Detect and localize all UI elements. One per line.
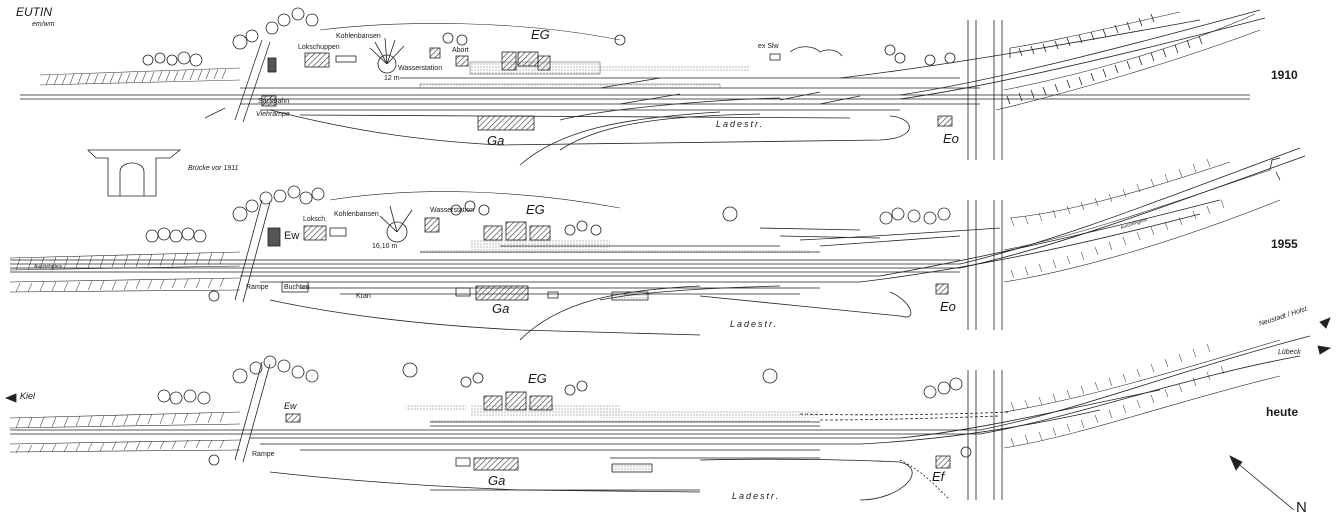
panel-1910 [20, 7, 1266, 197]
label-luebeck: Lübeck [1278, 349, 1301, 356]
label-turntable-1955: 16,10 m [372, 243, 398, 250]
north-label: N [1296, 499, 1307, 516]
label-lokschuppen-1910: Lokschuppen [298, 44, 340, 51]
year-label-1955: 1955 [1271, 237, 1298, 251]
label-wasserstation-1910: Wasserstation [398, 65, 443, 72]
label-ladestr-heute: Ladestr. [732, 491, 781, 501]
trees-1910 [142, 7, 956, 67]
year-label-heute: heute [1266, 405, 1299, 419]
label-ex-slw-1910: ex Slw [758, 43, 779, 50]
label-ladestr-1910: Ladestr. [716, 119, 765, 129]
label-kran-1955: Kran [356, 293, 371, 300]
label-eg-1910: EG [531, 27, 550, 42]
trees-heute [157, 355, 972, 466]
label-eg-1955: EG [526, 202, 545, 217]
label-ga-heute: Ga [488, 473, 506, 488]
embankment-left-1910 [39, 67, 241, 86]
label-bridge-caption: Brücke vor 1911 [188, 165, 239, 172]
diagram-title: EUTIN [16, 5, 52, 19]
label-kohlenbansen-1955: Kohlenbansen [334, 211, 379, 218]
label-ef-heute: Ef [932, 469, 945, 484]
label-ga-1910: Ga [487, 133, 505, 148]
label-rampe-heute: Rampe [252, 451, 275, 458]
label-eo-1955: Eo [940, 299, 956, 314]
label-eo-1910: Eo [943, 131, 959, 146]
label-ladestr-1955: Ladestr. [730, 319, 779, 329]
label-rampe-1955: Rampe [246, 284, 269, 291]
trees-1955 [145, 185, 951, 302]
label-turntable-1910: 12 m [384, 75, 400, 82]
label-buchten-1955: Buchten [284, 284, 310, 291]
label-ga-1955: Ga [492, 301, 510, 316]
label-eg-heute: EG [528, 371, 547, 386]
label-viehrampe-1910: Viehrampe [256, 111, 290, 118]
label-sackbahn-1910: Sackbahn [258, 98, 290, 105]
label-ew-1955: Ew [284, 230, 300, 242]
title-note: em/wm [32, 21, 55, 28]
panel-1955 [9, 147, 1306, 341]
label-loksch-1955: Loksch. [303, 216, 328, 223]
panel-heute [4, 317, 1332, 511]
label-wasserstation-1955: Wasserstation [430, 207, 475, 214]
label-ew-heute: Ew [284, 401, 297, 411]
label-abort-1910: Abort [452, 47, 469, 54]
north-arrow [1229, 455, 1295, 511]
year-label-1910: 1910 [1271, 68, 1298, 82]
label-kohlenbansen-1910: Kohlenbansen [336, 33, 381, 40]
label-ausziehgleis-left: Ausziehgleis [34, 264, 63, 270]
label-kiel: Kiel [20, 391, 36, 401]
